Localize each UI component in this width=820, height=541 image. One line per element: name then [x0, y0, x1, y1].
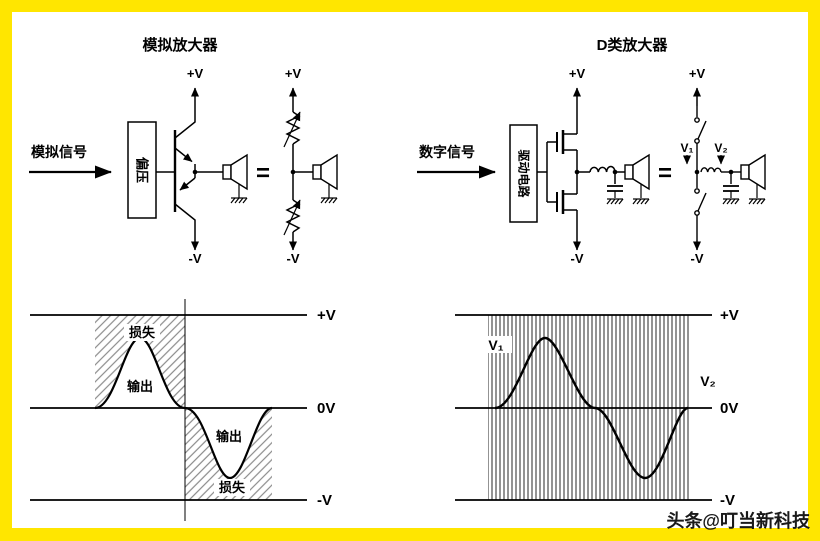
analog-signal-label: 模拟信号: [31, 144, 87, 160]
sine-curve: [94, 336, 273, 480]
loss-area-top: [95, 315, 185, 408]
classd-circuit-diagram: 数字信号 驱动电路: [417, 66, 766, 266]
switch-contact-icon: [694, 117, 700, 123]
output-label-bottom: 输出: [216, 429, 242, 444]
wave-vplus-label: +V: [720, 307, 739, 324]
ground-icon: [230, 197, 248, 204]
loss-label-bottom: 损失: [219, 480, 246, 495]
wave-v2-label: V₂: [700, 373, 716, 389]
speaker-icon: [740, 154, 766, 205]
classd-equals-sign: =: [658, 160, 672, 187]
wave-vplus-label: +V: [317, 307, 336, 324]
lc-output-filter: [589, 165, 625, 198]
equiv-v2-label: V₂: [714, 141, 727, 155]
equiv-vminus-label: -V: [691, 251, 704, 266]
classd-vplus-label: +V: [569, 66, 586, 81]
classd-amp-title: D类放大器: [596, 37, 668, 54]
wave-vminus-label: -V: [317, 492, 332, 509]
speaker-icon: [222, 154, 248, 204]
wave-vzero-label: 0V: [317, 400, 335, 417]
equiv-vplus-label: +V: [689, 66, 706, 81]
equiv-vplus-label: +V: [285, 66, 302, 81]
wave-v1-label: V₁: [488, 337, 503, 353]
analog-vplus-label: +V: [187, 66, 204, 81]
ground-icon: [606, 198, 624, 205]
ground-icon: [722, 198, 740, 205]
classd-power-rails: +V -V: [569, 66, 586, 266]
output-label-top: 输出: [127, 379, 153, 394]
analog-vminus-label: -V: [189, 251, 202, 266]
switch-top-icon: [697, 120, 707, 140]
classd-vminus-label: -V: [571, 251, 584, 266]
speaker-icon: [312, 154, 338, 204]
bias-box: 偏压: [127, 121, 157, 219]
equiv-vminus-label: -V: [287, 251, 300, 266]
push-pull-transistor-pair: [156, 106, 223, 238]
driver-box: 驱动电路: [509, 124, 538, 223]
analog-circuit-diagram: 模拟信号 偏压 +V -V: [29, 66, 338, 266]
analog-power-rails: +V -V: [187, 66, 204, 266]
analog-equals-sign: =: [256, 160, 270, 187]
driver-box-label: 驱动电路: [517, 149, 532, 198]
digital-signal-label: 数字信号: [419, 144, 475, 160]
inductor-icon: [589, 165, 616, 173]
watermark: 头条@叮当新科技: [666, 511, 810, 531]
classd-equivalent-circuit: +V: [681, 66, 766, 266]
loss-label-top: 损失: [129, 325, 156, 340]
classd-waveform-plot: V₁ V₂ +V 0V -V: [455, 307, 739, 509]
wave-vminus-label: -V: [720, 492, 735, 509]
digital-input-signal: 数字信号: [417, 144, 496, 179]
inductor-icon: [700, 167, 722, 173]
analog-input-signal: 模拟信号: [29, 144, 112, 179]
bias-box-label: 偏压: [135, 157, 150, 183]
wave-vzero-label: 0V: [720, 400, 738, 417]
loss-area-bottom: [185, 408, 272, 500]
filtered-sine-curve: [494, 336, 689, 480]
ground-icon: [632, 198, 650, 205]
mosfet-output-stage: [537, 106, 590, 240]
analog-waveform-plot: +V 0V -V 损失 输出 输出 损失: [30, 299, 336, 521]
ground-icon: [748, 198, 766, 205]
speaker-icon: [624, 154, 650, 205]
analog-equivalent-circuit: +V -V: [283, 66, 338, 266]
switch-bottom-icon: [697, 192, 707, 212]
analog-amp-title: 模拟放大器: [142, 37, 218, 54]
equiv-v1-label: V₁: [681, 141, 694, 155]
ground-icon: [320, 197, 338, 204]
